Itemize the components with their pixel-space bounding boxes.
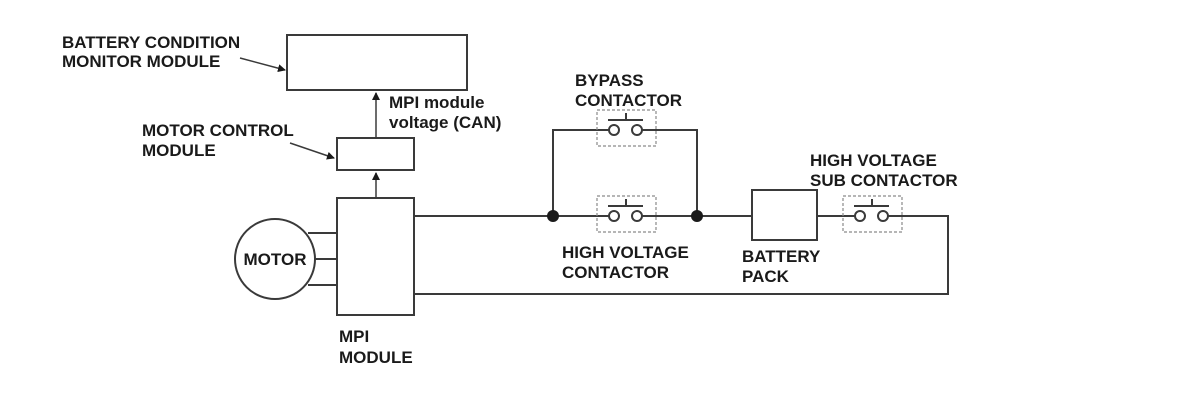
battery-pack-label-line2: PACK xyxy=(742,267,790,286)
junction-dot-left xyxy=(547,210,559,222)
bypass-branch-return-wire xyxy=(650,129,698,216)
junction-dot-right xyxy=(691,210,703,222)
bcm-label-line1: BATTERY CONDITION xyxy=(62,33,240,52)
mcm-leader-line xyxy=(289,142,335,160)
high-voltage-sub-contactor xyxy=(842,195,903,233)
bypass-label-line1: BYPASS xyxy=(575,71,644,90)
motor-control-module-box xyxy=(336,137,415,171)
motor-circle xyxy=(234,218,316,300)
mpi-label-line1: MPI xyxy=(339,327,369,346)
high-voltage-contactor xyxy=(596,195,657,233)
mpi-module-box xyxy=(336,197,415,316)
hv-sub-label-line1: HIGH VOLTAGE xyxy=(810,151,937,170)
bypass-contactor xyxy=(596,109,657,147)
mpi-signal-label-line1: MPI module xyxy=(389,93,484,112)
mcm-label-line1: MOTOR CONTROL xyxy=(142,121,294,140)
mpi-signal-label-line2: voltage (CAN) xyxy=(389,113,501,132)
hv-contactor-label-line1: HIGH VOLTAGE xyxy=(562,243,689,262)
motor-label: MOTOR xyxy=(244,250,307,269)
mpi-label-line2: MODULE xyxy=(339,348,413,367)
battery-condition-monitor-module-box xyxy=(286,34,468,91)
bypass-branch-wire xyxy=(552,129,601,216)
mcm-label-line2: MODULE xyxy=(142,141,216,160)
battery-pack-box xyxy=(751,189,818,241)
hv-sub-label-line2: SUB CONTACTOR xyxy=(810,171,958,190)
bcm-leader-line xyxy=(239,57,286,73)
sub-contactor-return-wire xyxy=(414,215,949,295)
hv-contactor-label-line2: CONTACTOR xyxy=(562,263,669,282)
bypass-label-line2: CONTACTOR xyxy=(575,91,682,110)
battery-pack-label-line1: BATTERY xyxy=(742,247,821,266)
bcm-label-line2: MONITOR MODULE xyxy=(62,52,220,71)
